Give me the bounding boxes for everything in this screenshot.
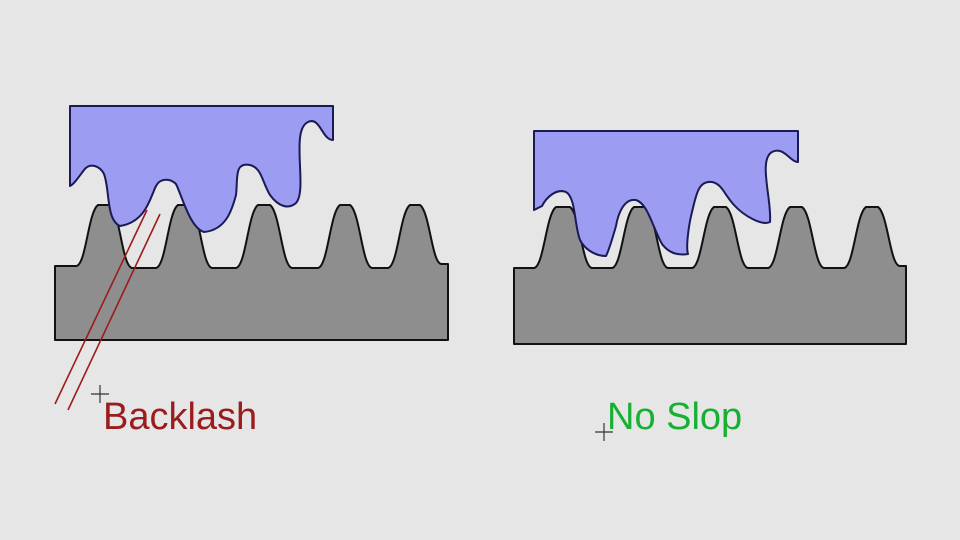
left-gear-rack (54, 204, 449, 341)
left-gear-pinion (69, 105, 334, 233)
backlash-leader-line-2 (67, 213, 161, 411)
backlash-panel (54, 105, 449, 411)
right-gear-pinion (533, 130, 799, 257)
no-slop-cursor-marker (595, 423, 613, 441)
no-slop-panel (513, 130, 907, 441)
backlash-label: Backlash (103, 396, 258, 438)
backlash-leader-line-1 (54, 209, 148, 405)
no-slop-label: No Slop (607, 396, 743, 438)
right-gear-rack (513, 206, 907, 345)
backlash-cursor-marker (91, 385, 109, 403)
